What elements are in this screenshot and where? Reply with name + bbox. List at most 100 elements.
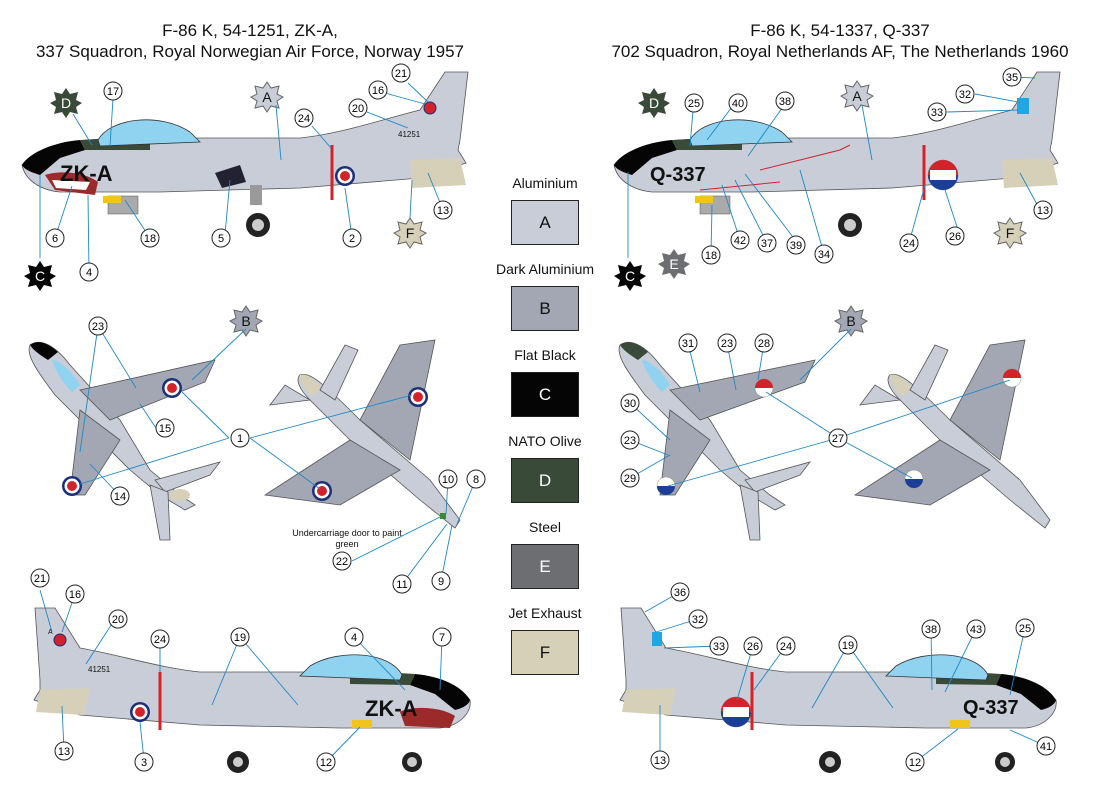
callout-number: 26 <box>949 231 961 243</box>
callout-13d: 13 <box>650 750 670 770</box>
legend-swatch-b: B <box>511 286 579 331</box>
callout-24c: 24 <box>150 629 170 649</box>
callout-number: 24 <box>154 634 166 646</box>
callout-number: 31 <box>682 338 694 350</box>
badge-letter: F <box>406 225 415 241</box>
callout-number: 9 <box>438 576 444 588</box>
badge-letter: F <box>1006 225 1015 241</box>
callout-27: 27 <box>828 428 848 448</box>
paint-badges: D A C F B D A C <box>24 80 1027 337</box>
callout-number: 33 <box>931 107 943 119</box>
callout-19: 19 <box>230 627 250 647</box>
legend-swatch-e: E <box>511 544 579 589</box>
badge-letter: B <box>241 313 250 329</box>
callout-40: 40 <box>728 93 748 113</box>
callout-number: 7 <box>439 632 445 644</box>
callout-number: 32 <box>959 89 971 101</box>
callout-9: 9 <box>431 571 451 591</box>
callout-number: 38 <box>779 96 791 108</box>
legend-letter: F <box>539 642 551 662</box>
callout-number: 12 <box>320 757 332 769</box>
callout-number: 13 <box>437 205 449 217</box>
callout-25b: 25 <box>1015 618 1035 638</box>
callout-21: 21 <box>391 63 411 83</box>
callout-25: 25 <box>684 93 704 113</box>
callout-23b: 23 <box>717 333 737 353</box>
legend-label: Aluminium <box>512 175 578 191</box>
norway-side-profile-right: ZK-A 41251 A <box>33 607 471 773</box>
callout-number: 3 <box>141 757 147 769</box>
legend-swatch-c: C <box>511 372 579 417</box>
legend-flat-black: Flat Black C <box>480 346 610 417</box>
callout-6: 6 <box>45 228 65 248</box>
callout-number: 12 <box>909 757 921 769</box>
callout-13b: 13 <box>1033 200 1053 220</box>
callout-number: 24 <box>903 238 915 250</box>
badge-letter: D <box>61 95 71 111</box>
callout-26b: 26 <box>743 636 763 656</box>
legend-swatch-a: A <box>511 200 579 245</box>
callout-number: 33 <box>713 641 725 653</box>
badge-f-left: F <box>393 217 427 249</box>
callout-number: 30 <box>624 398 636 410</box>
callout-number: 42 <box>734 235 746 247</box>
norway-side-profile-left: ZK-A 41251 <box>21 71 469 237</box>
callout-number: 5 <box>218 233 224 245</box>
callout-11: 11 <box>392 574 412 594</box>
callout-2: 2 <box>342 228 362 248</box>
legend-nato-olive: NATO Olive D <box>480 432 610 503</box>
callout-26: 26 <box>945 226 965 246</box>
callout-34: 34 <box>814 244 834 264</box>
legend-label: Dark Aluminium <box>495 261 595 277</box>
callout-18b: 18 <box>701 245 721 265</box>
callout-number: 23 <box>92 321 104 333</box>
legend-letter: C <box>538 384 552 404</box>
badge-b-right: B <box>834 305 868 337</box>
callout-1: 1 <box>230 428 250 448</box>
badge-e-right: E <box>658 249 690 279</box>
badge-letter: B <box>846 313 855 329</box>
callout-number: 25 <box>1019 623 1031 635</box>
callout-number: 13 <box>654 755 666 767</box>
badge-f-right: F <box>993 217 1027 249</box>
callout-20b: 20 <box>108 609 128 629</box>
badge-letter: C <box>625 268 635 284</box>
callout-41: 41 <box>1036 736 1056 756</box>
callout-16: 16 <box>368 80 388 100</box>
callout-39: 39 <box>786 235 806 255</box>
legend-letter: D <box>538 470 552 490</box>
badge-c-right: C <box>614 261 646 291</box>
left-title-line1: F-86 K, 54-1251, ZK-A, <box>162 21 338 40</box>
right-aircraft-title: F-86 K, 54-1337, Q-337 702 Squadron, Roy… <box>590 20 1090 62</box>
callout-number: 21 <box>395 68 407 80</box>
callout-29: 29 <box>620 468 640 488</box>
callout-number: 10 <box>442 474 454 486</box>
callout-24d: 24 <box>776 636 796 656</box>
callout-number: 4 <box>86 267 92 279</box>
badge-letter: D <box>649 95 659 111</box>
netherlands-top-view <box>618 341 816 541</box>
callout-number: 15 <box>159 423 171 435</box>
legend-label: Jet Exhaust <box>508 605 582 621</box>
badge-letter: A <box>262 89 272 105</box>
callout-number: 37 <box>761 238 773 250</box>
callout-24b: 24 <box>899 233 919 253</box>
callout-number: 6 <box>52 233 58 245</box>
callout-number: 19 <box>234 632 246 644</box>
callout-number: 27 <box>832 433 844 445</box>
callout-number: 25 <box>688 98 700 110</box>
callout-number: 19 <box>842 640 854 652</box>
legend-letter: E <box>539 556 551 576</box>
callout-number: 18 <box>144 233 156 245</box>
callout-22: 22 <box>332 551 352 571</box>
badge-letter: E <box>669 256 678 272</box>
callout-number: 39 <box>790 240 802 252</box>
callout-number: 28 <box>758 338 770 350</box>
callout-number: 4 <box>351 632 357 644</box>
netherlands-bottom-view <box>853 339 1051 529</box>
legend-label: Steel <box>529 519 561 535</box>
norway-bottom-view <box>263 339 461 529</box>
callout-30: 30 <box>620 393 640 413</box>
tail-serial: 41251 <box>398 130 421 139</box>
